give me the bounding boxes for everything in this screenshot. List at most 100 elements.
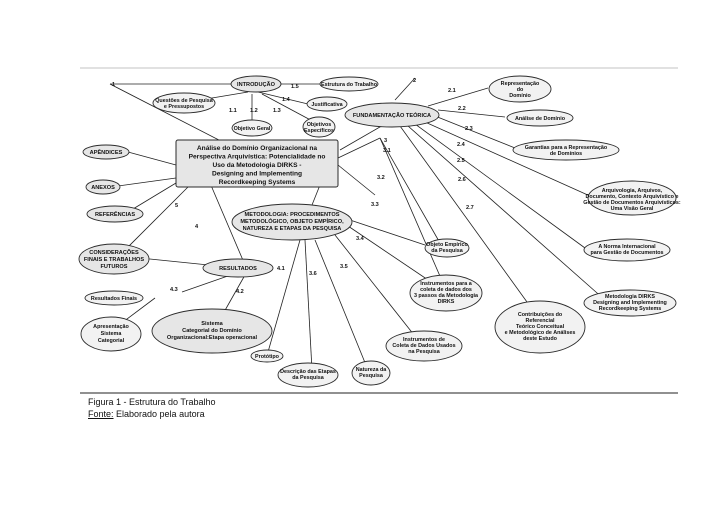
- center-box: [175, 139, 339, 188]
- center-line: Perspectiva Arquivística: Potencialidade…: [189, 154, 326, 161]
- edge-label: 3.3: [371, 202, 379, 208]
- node-natureza: Natureza da Pesquisa: [351, 360, 391, 386]
- node-metodologia: METODOLOGIA: PROCEDIMENTOS METODOLÓGICO,…: [231, 203, 353, 241]
- node-analise-dominio: Análise de Domínio: [506, 109, 574, 127]
- center-topic: Análise do Domínio Organizacional na Per…: [175, 139, 339, 188]
- edge-label: 2.2: [458, 106, 466, 112]
- svg-text:deste Estudo: deste Estudo: [523, 336, 558, 342]
- svg-text:Específicos: Específicos: [304, 128, 334, 134]
- node-estrutura: Estrutura do Trabalho: [319, 76, 379, 92]
- edge-label: 4.3: [170, 287, 178, 293]
- node-norma: A Norma Internacional para Gestão de Doc…: [583, 238, 671, 262]
- svg-text:Justificativa: Justificativa: [311, 102, 343, 108]
- edge-label: 1.2: [250, 108, 258, 114]
- svg-text:Categorial: Categorial: [98, 338, 125, 344]
- svg-text:para Gestão de Documentos: para Gestão de Documentos: [590, 250, 663, 256]
- figure-caption: Figura 1 - Estrutura do Trabalho: [88, 397, 216, 407]
- svg-text:Instrumentos de: Instrumentos de: [403, 337, 445, 343]
- svg-text:Objeto Empírico: Objeto Empírico: [426, 242, 468, 248]
- svg-text:FINAIS E TRABALHOS: FINAIS E TRABALHOS: [84, 257, 145, 263]
- edge-label: 4.2: [236, 289, 244, 295]
- svg-text:Análise de Domínio: Análise de Domínio: [515, 116, 566, 122]
- node-arquivologia: Arquivologia, Arquivos, Documento, Conte…: [583, 180, 681, 216]
- center-line: Recordkeeping Systems: [219, 179, 296, 186]
- edge-label: 1.3: [273, 108, 281, 114]
- edge-label: 3: [384, 138, 387, 144]
- svg-text:Domínio: Domínio: [509, 93, 531, 99]
- node-garantias: Garantias para a Representação de Domíni…: [512, 139, 620, 161]
- svg-text:Estrutura do Trabalho: Estrutura do Trabalho: [321, 82, 378, 88]
- edge-labels: 1 1.5 1.4 1.1 1.2 1.3 2 2.1 2.2 2.3 2.4 …: [112, 78, 474, 295]
- node-descricao: Descrição das Etapas da Pesquisa: [277, 362, 339, 388]
- node-contribuicoes: Contribuições do Referencial Teórico Con…: [494, 300, 586, 354]
- edges: [109, 77, 606, 371]
- svg-text:A Norma Internacional: A Norma Internacional: [598, 244, 656, 250]
- edge-label: 4: [195, 224, 199, 230]
- svg-text:RESULTADOS: RESULTADOS: [219, 266, 257, 272]
- svg-text:Descrição das Etapas: Descrição das Etapas: [280, 369, 336, 375]
- svg-text:Objetivo Geral: Objetivo Geral: [234, 126, 271, 132]
- node-instrumentos-coleta: Instrumentos para a coleta de dados dos …: [409, 274, 483, 312]
- svg-text:Metodologia DIRKS: Metodologia DIRKS: [605, 294, 655, 300]
- node-introducao: INTRODUÇÃO: [230, 75, 282, 93]
- edge-label: 3.1: [383, 148, 391, 154]
- svg-text:Categorial do Domínio: Categorial do Domínio: [182, 328, 242, 334]
- edge-label: 2.5: [457, 158, 465, 164]
- node-objetivo-geral: Objetivo Geral: [231, 119, 273, 137]
- svg-text:Protótipo: Protótipo: [255, 354, 280, 360]
- edge-label: 2.3: [465, 126, 473, 132]
- svg-text:ANEXOS: ANEXOS: [91, 185, 115, 191]
- svg-text:FUTUROS: FUTUROS: [100, 264, 127, 270]
- center-line: Análise do Domínio Organizacional na: [197, 145, 318, 152]
- svg-text:Contribuições do: Contribuições do: [518, 312, 563, 318]
- svg-text:Sistema: Sistema: [101, 331, 123, 337]
- svg-text:Referencial: Referencial: [525, 318, 555, 324]
- svg-text:Gestão de Documentos Arquivíst: Gestão de Documentos Arquivísticos:: [583, 200, 681, 206]
- svg-text:DIRKS: DIRKS: [438, 299, 455, 305]
- edge-label: 3.4: [356, 236, 365, 242]
- svg-text:Organizacional:Etapa operacion: Organizacional:Etapa operacional: [167, 335, 258, 341]
- edge-label: 2.7: [466, 205, 474, 211]
- node-fundamentacao: FUNDAMENTAÇÃO TEÓRICA: [344, 102, 440, 128]
- svg-text:CONSIDERAÇÕES: CONSIDERAÇÕES: [89, 249, 139, 256]
- svg-text:Teórico Conceitual: Teórico Conceitual: [516, 324, 565, 330]
- svg-text:e Pressupostos: e Pressupostos: [164, 104, 204, 110]
- edge-label: 3.6: [309, 271, 317, 277]
- node-referencias: REFERÊNCIAS: [86, 205, 144, 223]
- node-prototipo: Protótipo: [250, 349, 284, 363]
- edge-label: 2.4: [457, 142, 466, 148]
- center-line: Uso da Metodologia DIRKS -: [212, 162, 301, 169]
- node-apendices: APÊNDICES: [82, 144, 130, 160]
- node-representacao: Representação do Domínio: [488, 75, 552, 103]
- svg-text:FUNDAMENTAÇÃO TEÓRICA: FUNDAMENTAÇÃO TEÓRICA: [353, 111, 431, 119]
- node-justificativa: Justificativa: [306, 96, 348, 112]
- svg-text:Apresentação: Apresentação: [93, 324, 129, 330]
- edge-label: 1.1: [229, 108, 237, 114]
- figure-source: Fonte: Elaborado pela autora: [88, 409, 205, 419]
- node-instrumentos-dados: Instrumentos de Coleta de Dados Usados n…: [385, 330, 463, 362]
- edge-label: 2.6: [458, 177, 466, 183]
- svg-text:Questões de Pesquisa: Questões de Pesquisa: [155, 98, 214, 104]
- svg-text:APÊNDICES: APÊNDICES: [90, 148, 123, 156]
- svg-text:na Pesquisa: na Pesquisa: [408, 349, 440, 355]
- node-metodologia-dirks: Metodologia DIRKS Designing and Implemen…: [583, 289, 677, 317]
- svg-text:Resultados Finais: Resultados Finais: [91, 296, 137, 302]
- edge-label: 3.5: [340, 264, 348, 270]
- edge-label: 2.1: [448, 88, 456, 94]
- svg-text:Arquivologia, Arquivos,: Arquivologia, Arquivos,: [602, 188, 663, 194]
- svg-text:do: do: [517, 87, 524, 93]
- svg-text:NATUREZA E ETAPAS DA PESQUISA: NATUREZA E ETAPAS DA PESQUISA: [243, 226, 342, 232]
- edge-label: 2: [413, 78, 416, 84]
- svg-text:Designing and Implementing: Designing and Implementing: [593, 300, 667, 306]
- svg-text:da Pesquisa: da Pesquisa: [292, 375, 324, 381]
- edge-label: 5: [175, 203, 178, 209]
- svg-text:de Domínios: de Domínios: [550, 151, 582, 157]
- svg-text:Natureza da: Natureza da: [356, 367, 388, 373]
- svg-text:Garantias para a Representação: Garantias para a Representação: [525, 145, 608, 151]
- node-questoes: Questões de Pesquisa e Pressupostos: [152, 92, 216, 114]
- node-resultados: RESULTADOS: [202, 258, 274, 278]
- edge-label: 4.1: [277, 266, 285, 272]
- svg-text:3 passos da Metodologia: 3 passos da Metodologia: [414, 293, 479, 299]
- node-resultados-finais: Resultados Finais: [84, 290, 144, 306]
